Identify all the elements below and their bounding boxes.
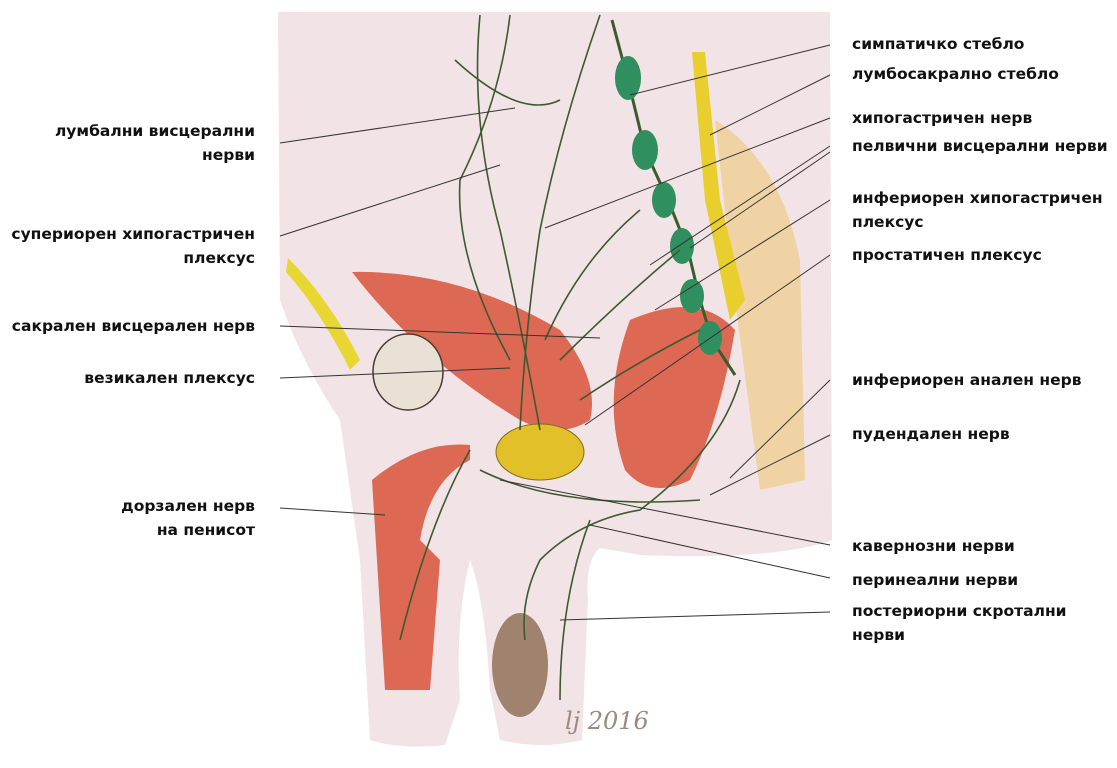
label-inferior-anal-nerve: инфериорен анален нерв [852, 368, 1082, 392]
label-cavernous-nerves: кавернозни нерви [852, 534, 1015, 558]
label-pelvic-visceral-nerves: пелвични висцерални нерви [852, 134, 1108, 158]
label-sympathetic-trunk: симпатичко стебло [852, 32, 1024, 56]
label-posterior-scrotal-nerves: постериорни скротални нерви [852, 599, 1067, 647]
prostate [496, 424, 584, 480]
label-dorsal-nerve-penis: дорзален нерв на пенисот [121, 494, 255, 542]
label-lumbosacral-trunk: лумбосакрално стебло [852, 62, 1059, 86]
label-sacral-visceral-nerve: сакрален висцерален нерв [12, 314, 255, 338]
label-lumbar-visceral-nerves: лумбални висцерални нерви [55, 119, 255, 167]
label-superior-hypogastric-plexus: супериорен хипогастричен плексус [11, 222, 255, 270]
label-inferior-hypogastric-plexus: инфериорен хипогастричен плексус [852, 186, 1103, 234]
label-perineal-nerves: перинеални нерви [852, 568, 1018, 592]
label-hypogastric-nerve: хипогастричен нерв [852, 106, 1032, 130]
testis [492, 613, 548, 717]
label-pudendal-nerve: пудендален нерв [852, 422, 1010, 446]
label-vesical-plexus: везикален плексус [84, 366, 255, 390]
artist-signature: lj 2016 [565, 707, 649, 735]
label-prostatic-plexus: простатичен плексус [852, 243, 1042, 267]
